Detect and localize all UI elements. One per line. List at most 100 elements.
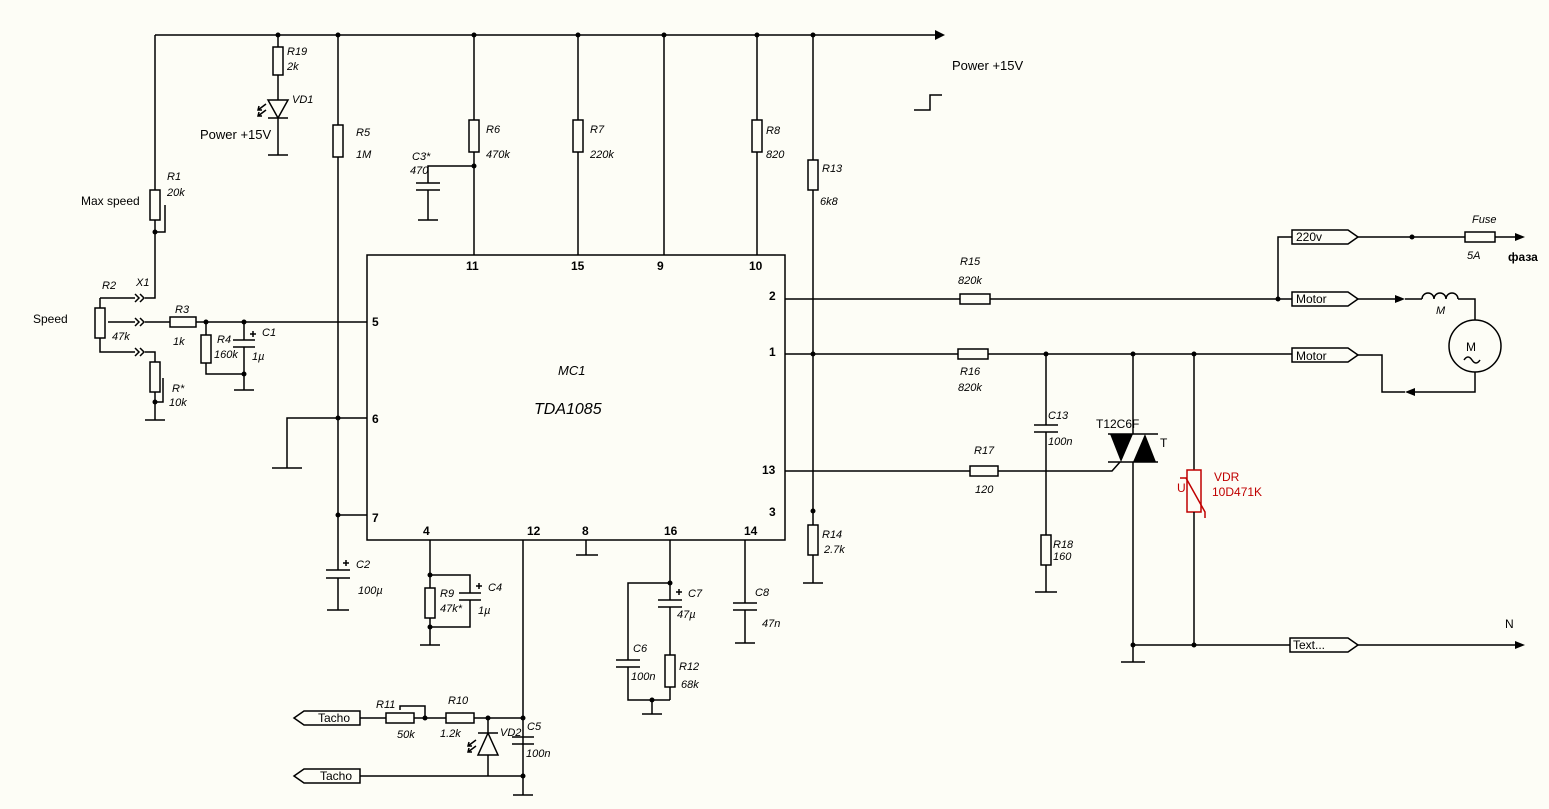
r8-resistor xyxy=(751,35,763,255)
pin-2: 2 xyxy=(769,289,776,303)
r11-ref: R11 xyxy=(376,699,395,711)
r18-ref: R18 xyxy=(1053,539,1074,551)
x1-label: X1 xyxy=(135,277,149,289)
c4-ref: C4 xyxy=(488,582,502,594)
c1-value: 1µ xyxy=(252,351,264,363)
c3-capacitor xyxy=(416,165,474,221)
r9-value: 47k* xyxy=(440,603,463,615)
r16-ref: R16 xyxy=(960,366,981,378)
motor1-label: Motor xyxy=(1296,292,1327,306)
ic-part: TDA1085 xyxy=(534,401,602,418)
neutral-label: N xyxy=(1505,617,1514,631)
r2-ref: R2 xyxy=(102,280,116,292)
c1-ref: C1 xyxy=(262,327,276,339)
r11-value: 50k xyxy=(397,729,415,741)
r2-value: 47k xyxy=(112,331,130,343)
pin-15: 15 xyxy=(571,259,585,273)
tacho1-connector xyxy=(292,710,386,726)
r12-ref: R12 xyxy=(679,661,699,673)
r17-resistor xyxy=(785,461,1121,477)
r16-resistor xyxy=(785,348,1292,360)
r4-resistor xyxy=(200,322,244,375)
text-connector-label: Text... xyxy=(1293,638,1325,652)
triac xyxy=(1108,354,1158,663)
rstar-ref: R* xyxy=(172,383,185,395)
r3-ref: R3 xyxy=(175,304,190,316)
r7-ref: R7 xyxy=(590,124,605,136)
motor2-label: Motor xyxy=(1296,349,1327,363)
c5-value: 100n xyxy=(526,748,550,760)
vd2-led xyxy=(467,718,500,776)
motor1-connector xyxy=(1291,291,1476,320)
speed-label: Speed xyxy=(33,312,68,326)
r10-resistor xyxy=(445,712,523,724)
pin-3: 3 xyxy=(769,505,776,519)
c6-value: 100n xyxy=(631,671,655,683)
c8-capacitor xyxy=(733,540,757,644)
r3-value: 1k xyxy=(173,336,185,348)
c4-value: 1µ xyxy=(478,605,490,617)
power-rail-arrow xyxy=(935,30,945,40)
r7-value: 220k xyxy=(589,149,614,161)
vd1-led xyxy=(257,99,290,156)
r15-resistor xyxy=(785,293,1292,305)
pin-9: 9 xyxy=(657,259,664,273)
r14-resistor xyxy=(803,524,823,584)
pin-10: 10 xyxy=(749,259,763,273)
c13-r18-snubber xyxy=(1034,354,1058,593)
vdr-value: 10D471K xyxy=(1212,485,1262,499)
r6-ref: R6 xyxy=(486,124,501,136)
power-flag-symbol xyxy=(914,94,942,111)
c6-ref: C6 xyxy=(633,643,648,655)
pin-14: 14 xyxy=(744,524,758,538)
r15-ref: R15 xyxy=(960,256,981,268)
neutral-line xyxy=(1133,637,1525,653)
vdr-u-label: U xyxy=(1177,481,1186,495)
c7-value: 47µ xyxy=(677,609,696,621)
c2-ref: C2 xyxy=(356,559,370,571)
r4-value: 160k xyxy=(214,349,238,361)
motor-winding-label: M xyxy=(1436,305,1446,317)
r1-ref: R1 xyxy=(167,171,181,183)
c13-ref: C13 xyxy=(1048,410,1069,422)
c8-value: 47n xyxy=(762,618,780,630)
r17-ref: R17 xyxy=(974,445,995,457)
r8-ref: R8 xyxy=(766,125,781,137)
pin-4: 4 xyxy=(423,524,430,538)
c2-capacitor xyxy=(326,540,350,611)
tacho2-connector xyxy=(292,768,523,784)
r6-resistor xyxy=(468,35,480,255)
r18-value: 160 xyxy=(1053,551,1072,563)
r5-value: 1M xyxy=(356,149,372,161)
pin-1: 1 xyxy=(769,345,776,359)
r11-potentiometer xyxy=(385,705,446,724)
c220-label: 220v xyxy=(1296,230,1322,244)
pin12-wire xyxy=(513,540,533,796)
pin-12: 12 xyxy=(527,524,541,538)
c7-ref: C7 xyxy=(688,588,703,600)
vd1-ref: VD1 xyxy=(292,94,313,106)
r5-ref: R5 xyxy=(356,127,371,139)
vdr-varistor xyxy=(1180,354,1206,648)
c8-ref: C8 xyxy=(755,587,770,599)
r1-value: 20k xyxy=(166,187,185,199)
r17-value: 120 xyxy=(975,484,994,496)
r5-resistor xyxy=(332,35,344,540)
motor-m-label: M xyxy=(1466,340,1476,354)
rstar-value: 10k xyxy=(169,397,187,409)
x1-connector xyxy=(100,285,156,303)
r6-value: 470k xyxy=(486,149,510,161)
r13-resistor xyxy=(807,35,819,525)
r10-ref: R10 xyxy=(448,695,469,707)
r9-c4-network xyxy=(420,540,482,646)
pin-16: 16 xyxy=(664,524,678,538)
pin-8: 8 xyxy=(582,524,589,538)
r4-ref: R4 xyxy=(217,334,231,346)
c13-value: 100n xyxy=(1048,436,1072,448)
power-label: Power +15V xyxy=(952,58,1024,73)
pin-5: 5 xyxy=(372,315,379,329)
r15-value: 820k xyxy=(958,275,982,287)
vdr-ref: VDR xyxy=(1214,470,1240,484)
r13-value: 6k8 xyxy=(820,196,839,208)
